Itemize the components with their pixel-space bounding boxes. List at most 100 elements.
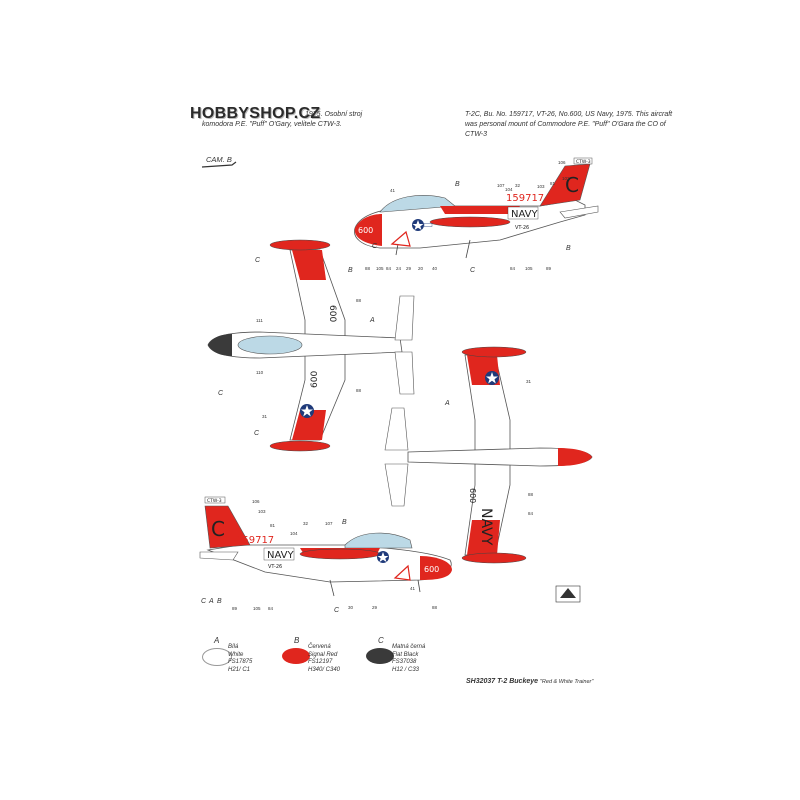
cz-caption-tail: 1975. Osobní stroj (305, 111, 363, 118)
legend-black-en: Flat Black (392, 651, 419, 658)
callout-89a: 89 (546, 266, 552, 271)
cz-caption-line2: komodora P.E. "Puff" O'Gary, velitele CT… (202, 121, 342, 128)
modex-nose-top: 600 (358, 226, 373, 235)
swatch-red (282, 648, 310, 664)
legend-black-fs: FS37038 (392, 659, 417, 665)
callout-88d: 88 (528, 492, 534, 497)
legend-white-fs: FS17875 (228, 659, 253, 665)
callout-88e: 88 (432, 605, 438, 610)
callout-84c: 84 (528, 511, 534, 516)
zone-b-top2: B (348, 267, 353, 274)
callout-104b: 104 (290, 531, 298, 536)
en-caption-line2: was personal mount of Commodore P.E. "Pu… (465, 121, 666, 128)
zone-c-bottom: C (334, 607, 340, 614)
legend-red-paint: H340/ C340 (308, 666, 341, 673)
side-view-bottom: 159717 NAVY 600 C CTW-3 VT-26 (199, 496, 452, 597)
callout-81b: 81 (270, 523, 276, 528)
tail-letter-top: C (565, 173, 579, 197)
serial-top: 159717 (506, 193, 544, 204)
callout-88a: 88 (365, 266, 371, 271)
callout-20a: 20 (418, 266, 424, 271)
legend-red-fs: FS12197 (308, 659, 333, 665)
en-caption-line3: CTW-3 (465, 131, 488, 138)
footer-subtitle: "Red & White Trainer" (539, 679, 594, 685)
zone-c-top1: C (372, 243, 378, 250)
camo-arrow (201, 161, 237, 168)
callout-106: 106 (558, 160, 566, 165)
callout-81a: 81 (550, 181, 556, 186)
callout-29b: 29 (372, 605, 378, 610)
swatch-white (202, 648, 232, 666)
callout-32a: 32 (515, 183, 521, 188)
zone-a-plan-bottom: A (444, 400, 450, 407)
modex-nose-bottom: 600 (424, 565, 439, 574)
callout-30: 30 (348, 605, 354, 610)
zone-a-plan: A (369, 317, 375, 324)
modex-lower-wing: 600 (468, 488, 477, 503)
callout-31a: 31 (262, 414, 268, 419)
callout-110: 110 (256, 370, 264, 375)
callout-103a: 103 (537, 184, 545, 189)
tail-letter-bottom: C (211, 517, 225, 541)
unit-bottom: VT-26 (268, 564, 282, 570)
unit-top: VT-26 (515, 225, 529, 231)
zone-a-bottom: A (208, 598, 214, 605)
callout-29a: 29 (406, 266, 412, 271)
legend-black-cz: Matná černá (392, 644, 426, 650)
callouts-top-side: 106 102 81 103 104 107 32 41 88 105 84 2… (348, 160, 571, 274)
callout-107a: 107 (497, 183, 505, 188)
tail-wing-top: CTW-3 (576, 159, 591, 165)
legend-letter-c: C (378, 636, 384, 645)
callout-107b: 107 (325, 521, 333, 526)
zone-b-bottom: B (342, 519, 347, 526)
callouts-plan-bottom: 31 88 84 A (444, 379, 534, 516)
tail-wing-bottom: CTW-3 (207, 498, 222, 504)
callout-84a: 84 (386, 266, 392, 271)
zone-b-top3: B (566, 245, 571, 252)
legend-white-text: Bílá White FS17875 H21/ C1 (228, 644, 252, 674)
modex-wing-upper: 600 (327, 305, 337, 322)
callout-84d: 84 (268, 606, 274, 611)
callout-105a: 105 (376, 266, 384, 271)
zone-c-plan2: C (218, 390, 224, 397)
callout-105c: 105 (253, 606, 261, 611)
watermark-logo: HOBBYSHOP.CZ (190, 105, 321, 122)
en-caption-line1: T-2C, Bu. No. 159717, VT-26, No.600, US … (465, 111, 673, 118)
callout-88c: 88 (356, 388, 362, 393)
zone-c-bottom2: C (201, 598, 207, 605)
legend-letter-a: A (214, 636, 220, 645)
legend-black-text: Matná černá Flat Black FS37038 H12 / C33 (392, 644, 425, 674)
callout-105b: 105 (525, 266, 533, 271)
callout-84b: 84 (510, 266, 516, 271)
legend-white-en: White (228, 651, 244, 658)
callout-103b: 103 (258, 509, 266, 514)
callout-41b: 41 (410, 586, 416, 591)
callout-41a: 41 (390, 188, 396, 193)
zone-c-top2: C (470, 267, 476, 274)
callouts-plan-top: 88 88 111 110 31 C C C A (218, 257, 375, 437)
footer-code: SH32037 (466, 678, 496, 685)
zone-c-plan1: C (255, 257, 261, 264)
callout-89b: 89 (232, 606, 238, 611)
plan-view-bottom: NAVY 600 (384, 346, 593, 564)
callout-111: 111 (256, 318, 263, 323)
callout-104a: 104 (505, 187, 513, 192)
callout-88b: 88 (356, 298, 362, 303)
side-view-top: 159717 NAVY 600 C CTW-3 VT-26 (354, 157, 599, 259)
camo-label: CAM. B (206, 155, 232, 164)
swatch-black (366, 648, 394, 664)
callout-31b: 31 (526, 379, 532, 384)
legend-black-paint: H12 / C33 (392, 666, 420, 673)
navy-bottom: NAVY (267, 550, 295, 561)
navy-lower-wing: NAVY (478, 508, 494, 546)
legend-red-text: Červená Signal Red FS12197 H340/ C340 (308, 644, 340, 674)
modex-wing-lower: 600 (310, 371, 320, 388)
navy-top: NAVY (511, 209, 539, 220)
callout-24a: 24 (396, 266, 402, 271)
callout-40a: 40 (432, 266, 438, 271)
callout-106b: 106 (252, 499, 260, 504)
zone-b-top1: B (455, 181, 460, 188)
legend-white-paint: H21/ C1 (228, 666, 251, 673)
